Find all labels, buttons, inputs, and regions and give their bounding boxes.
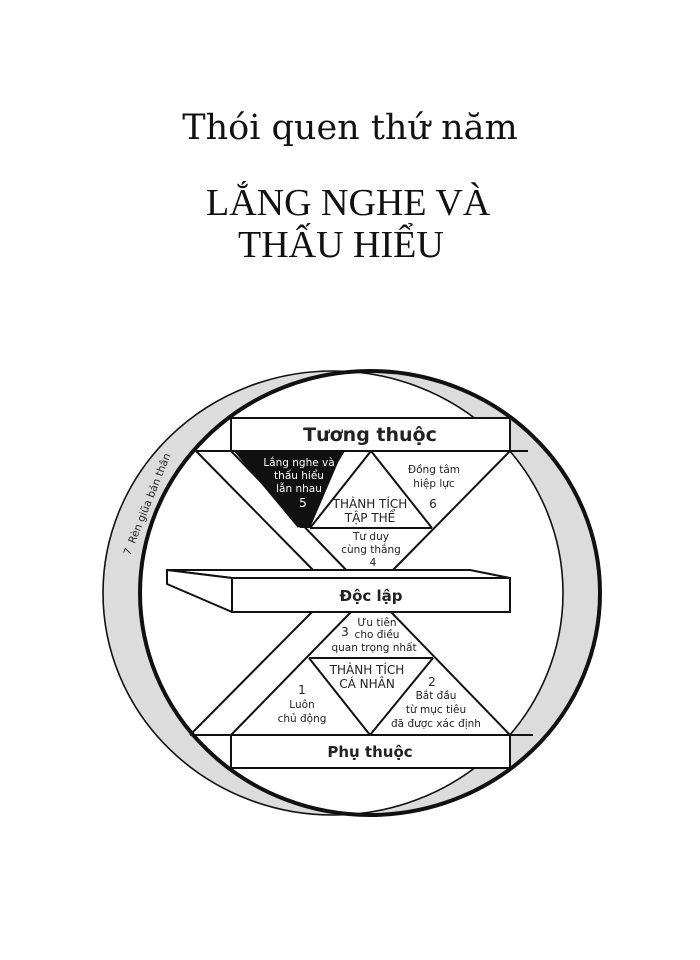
- public-victory-label: THÀNH TÍCH TẬP THỂ: [332, 496, 408, 525]
- dependence-bar: Phụ thuộc: [230, 734, 511, 769]
- chapter-headline-line1: LẮNG NGHE VÀ: [206, 182, 491, 224]
- svg-text:chủ động: chủ động: [278, 713, 327, 725]
- svg-text:TẬP THỂ: TẬP THỂ: [344, 509, 396, 525]
- svg-text:5: 5: [299, 496, 307, 510]
- svg-text:2: 2: [428, 675, 436, 689]
- svg-text:đã được xác định: đã được xác định: [391, 718, 481, 730]
- svg-text:cho điều: cho điều: [355, 629, 400, 641]
- svg-text:1: 1: [298, 683, 306, 697]
- chapter-subtitle: Thói quen thứ năm: [182, 108, 518, 148]
- svg-text:THÀNH TÍCH: THÀNH TÍCH: [332, 496, 408, 511]
- interdependence-bar: Tương thuộc: [230, 417, 511, 452]
- svg-text:Luôn: Luôn: [289, 699, 314, 711]
- dependence-label: Phụ thuộc: [327, 743, 412, 761]
- svg-text:hiệp lực: hiệp lực: [413, 478, 455, 490]
- habit-5: Lắng nghe và thấu hiểu lẫn nhau 5: [263, 456, 334, 510]
- svg-text:Đồng tâm: Đồng tâm: [408, 464, 460, 476]
- habit-6: Đồng tâm hiệp lực 6: [408, 464, 460, 511]
- svg-text:lẫn nhau: lẫn nhau: [276, 482, 322, 495]
- svg-text:3: 3: [341, 625, 349, 639]
- independence-bar: Độc lập: [166, 569, 511, 613]
- habit-4: Tư duy cùng thắng 4: [341, 531, 401, 569]
- svg-text:6: 6: [429, 497, 437, 511]
- svg-text:CÁ NHÂN: CÁ NHÂN: [339, 676, 395, 691]
- svg-text:Lắng nghe và: Lắng nghe và: [263, 456, 334, 469]
- svg-text:Tư duy: Tư duy: [352, 531, 389, 543]
- svg-text:từ mục tiêu: từ mục tiêu: [406, 704, 466, 716]
- chapter-headline-line2: THẤU HIỂU: [238, 224, 444, 266]
- diagram-structure-lines: [189, 450, 533, 736]
- habit-3: 3 Ưu tiên cho điều quan trọng nhất: [331, 617, 416, 654]
- svg-text:thấu hiểu: thấu hiểu: [274, 469, 324, 482]
- interdependence-label: Tương thuộc: [303, 424, 437, 446]
- svg-text:cùng thắng: cùng thắng: [341, 543, 401, 556]
- habit-2: 2 Bắt đầu từ mục tiêu đã được xác định: [391, 675, 481, 730]
- svg-text:4: 4: [370, 557, 377, 569]
- habit-1: 1 Luôn chủ động: [278, 683, 327, 725]
- svg-text:quan trọng nhất: quan trọng nhất: [331, 642, 416, 654]
- svg-text:THÀNH TÍCH: THÀNH TÍCH: [329, 662, 405, 677]
- independence-label: Độc lập: [340, 587, 403, 605]
- private-victory-label: THÀNH TÍCH CÁ NHÂN: [329, 662, 405, 691]
- svg-text:Ưu tiên: Ưu tiên: [357, 617, 396, 629]
- svg-text:Bắt đầu: Bắt đầu: [416, 689, 457, 702]
